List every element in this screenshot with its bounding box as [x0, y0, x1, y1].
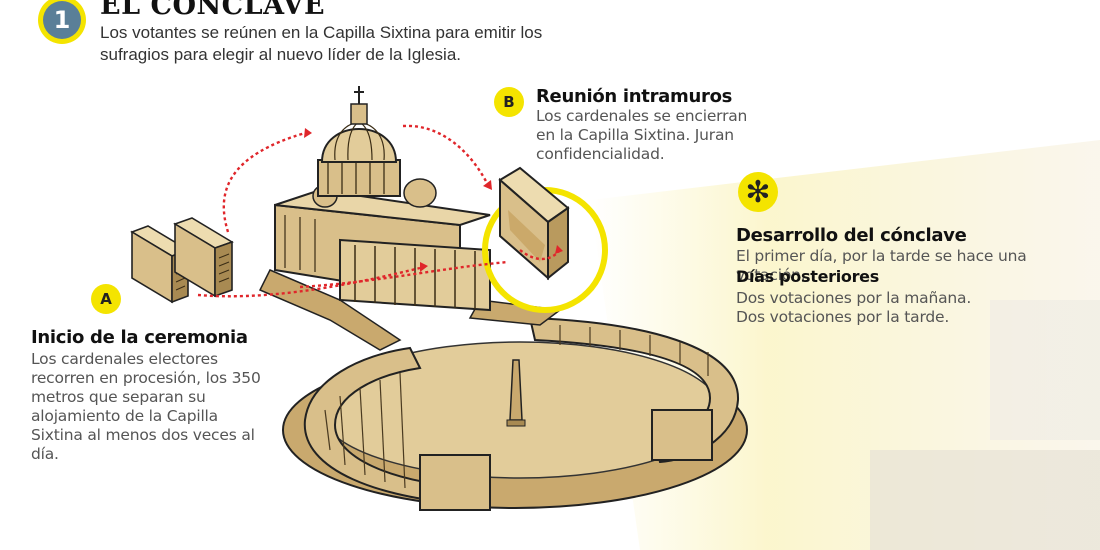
marker-b: B — [494, 87, 524, 117]
marker-a: A — [91, 284, 121, 314]
colonnade-left — [303, 346, 481, 507]
colonnade-left-end — [419, 454, 491, 511]
step-number-badge: 1 — [38, 0, 86, 44]
point-b-text: Los cardenales se encierran en la Capill… — [536, 107, 748, 163]
route-arrow-5 — [519, 249, 561, 261]
asterisk-icon: ✻ — [738, 172, 778, 212]
colonnade-right — [528, 316, 740, 464]
residence-building-2 — [173, 217, 234, 298]
obelisk — [509, 359, 523, 421]
point-c-subtitle: Días posteriores — [736, 267, 879, 286]
point-c-title: Desarrollo del cónclave — [736, 225, 967, 246]
point-c-subtext-2: Dos votaciones por la tarde. — [736, 308, 950, 326]
route-arrow-4 — [299, 260, 509, 289]
point-a-title: Inicio de la ceremonia — [31, 327, 248, 348]
page-title: EL CÓNCLAVE — [100, 0, 326, 21]
point-c-text: El primer día, por la tarde se hace una … — [736, 247, 1027, 284]
lantern — [350, 103, 368, 125]
point-c-subtext-1: Dos votaciones por la mañana. — [736, 289, 972, 307]
route-arrow-2 — [402, 124, 490, 186]
dome-drum — [317, 159, 401, 197]
page-description: Los votantes se reúnen en la Capilla Six… — [100, 23, 543, 64]
colonnade-right-end — [651, 409, 713, 461]
point-b-title: Reunión intramuros — [536, 86, 733, 107]
point-a-text: Los cardenales electores recorren en pro… — [31, 350, 261, 463]
point-c-subtext: Dos votaciones por la mañana. Dos votaci… — [736, 289, 1056, 327]
main-dome — [320, 128, 398, 163]
route-arrow-1 — [222, 131, 306, 233]
step-number: 1 — [43, 1, 81, 39]
